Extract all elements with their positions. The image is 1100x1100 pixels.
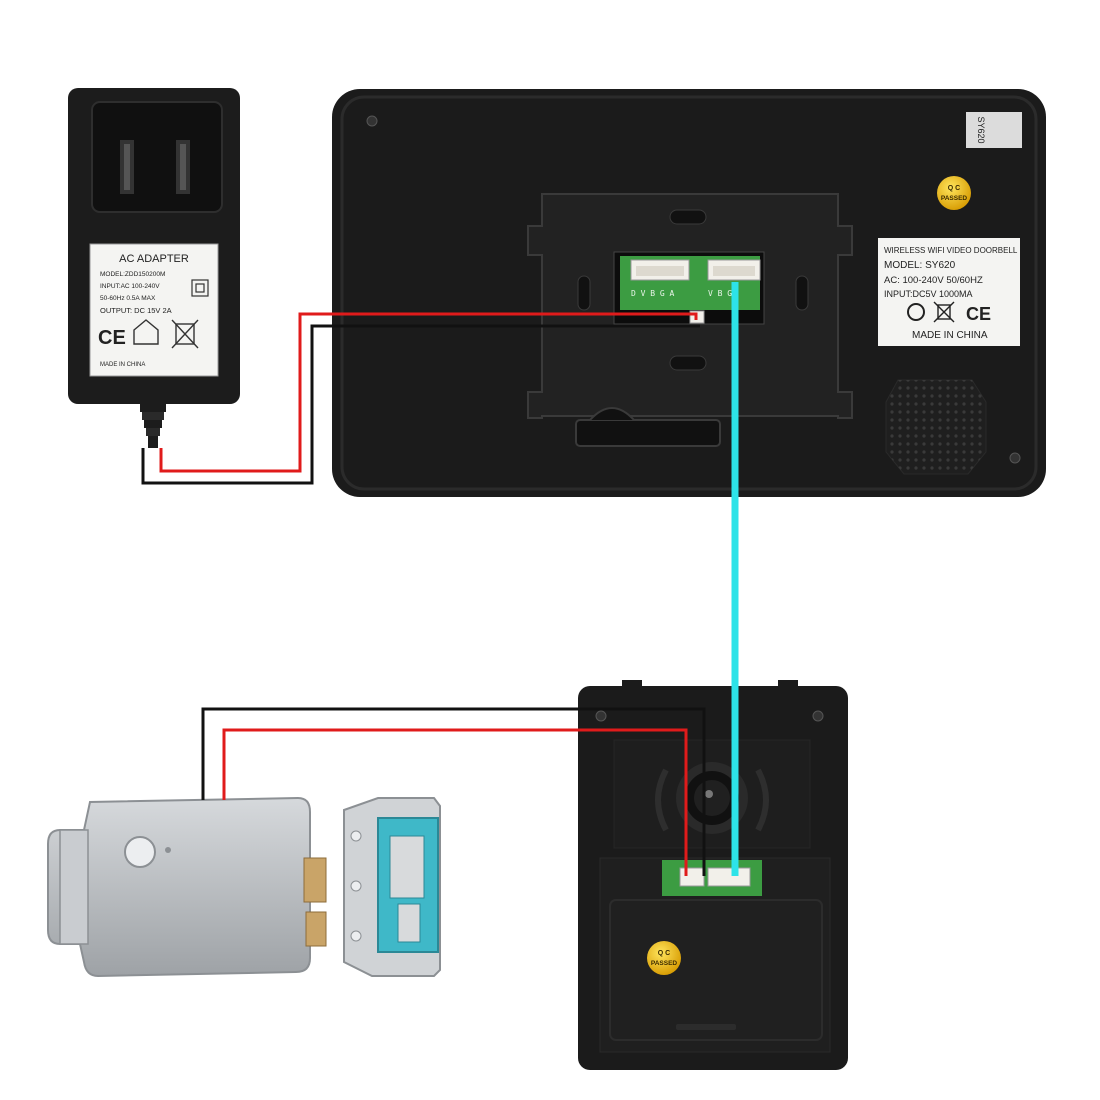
qc-passed-sticker: Q C PASSED <box>647 941 681 975</box>
screw-icon <box>595 710 607 722</box>
power-wire-black <box>141 324 700 485</box>
indoor-monitor-back: SY620 Q C PASSED D V B G A V B G <box>332 89 1046 497</box>
product-label: WIRELESS WIFI VIDEO DOORBELL MODEL: SY62… <box>878 238 1020 346</box>
screw-icon <box>366 115 378 127</box>
lock-strike-plate <box>343 797 441 977</box>
pcb-left-pin-labels: D V B G A <box>631 289 675 298</box>
adapter-title: AC ADAPTER <box>119 253 189 265</box>
product-label-line2: MODEL: SY620 <box>884 260 956 271</box>
lock-wire-black <box>201 707 706 876</box>
product-label-line3: AC: 100-240V 50/60HZ <box>884 275 983 286</box>
weee-bin-icon <box>171 319 199 349</box>
plug-prongs-icon <box>120 140 190 194</box>
adapter-ce-mark: CE <box>98 327 126 349</box>
camera-qc-line2: PASSED <box>651 960 678 967</box>
adapter-input: INPUT:AC 100-240V <box>100 283 160 290</box>
camera-connector-right <box>707 867 751 887</box>
pcb-right-pin-labels: V B G <box>708 289 732 298</box>
camera-qc-line1: Q C <box>658 950 670 957</box>
product-label-ce: CE <box>966 304 991 324</box>
adapter-made-in: MADE IN CHINA <box>100 362 145 368</box>
stand-slot <box>575 419 721 447</box>
screw-icon <box>812 710 824 722</box>
product-label-made: MADE IN CHINA <box>912 330 988 341</box>
adapter-output: OUTPUT: DC 15V 2A <box>100 306 172 315</box>
double-insulation-icon <box>191 279 209 297</box>
adapter-frequency: 50-60Hz 0.5A MAX <box>100 295 156 302</box>
side-sticker <box>966 112 1022 148</box>
house-icon <box>133 319 159 345</box>
wires <box>141 282 739 876</box>
side-sticker-text: SY620 <box>976 116 986 143</box>
electric-lock <box>47 796 441 978</box>
qc-line2: PASSED <box>941 195 968 202</box>
adapter-model: MODEL:ZDD150200M <box>100 271 165 278</box>
certification-icon <box>907 303 925 321</box>
lock-keyhole-cylinder <box>124 836 156 868</box>
camera-pcb <box>662 860 762 896</box>
qc-line1: Q C <box>948 185 960 192</box>
adapter-label <box>89 243 219 377</box>
power-wire-red <box>159 312 698 473</box>
qc-passed-sticker: Q C PASSED <box>937 176 971 210</box>
weee-bin-icon <box>933 301 955 323</box>
outdoor-camera-back: Q C PASSED <box>578 680 848 1070</box>
ac-adapter: AC ADAPTER MODEL:ZDD150200M INPUT:AC 100… <box>68 88 240 448</box>
product-label-line1: WIRELESS WIFI VIDEO DOORBELL <box>884 246 1018 255</box>
camera-connector-left <box>679 867 705 887</box>
screw-icon <box>1009 452 1021 464</box>
product-label-line4: INPUT:DC5V 1000MA <box>884 289 973 299</box>
lock-wire-red <box>222 728 688 876</box>
